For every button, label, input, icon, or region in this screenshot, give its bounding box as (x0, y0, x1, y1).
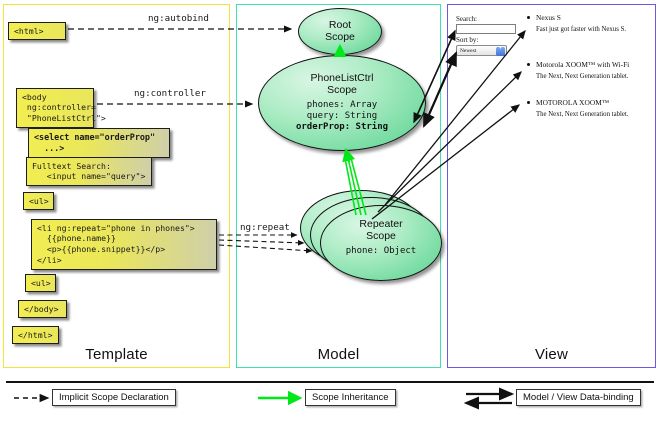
bullet-icon (527, 63, 530, 66)
template-box-body-open: <body ng:controller= "PhoneListCtrl"> (16, 88, 106, 128)
model-column-label: Model (317, 346, 360, 363)
template-box-fulltext: Fulltext Search: <input name="query"> (26, 157, 152, 187)
legend-item-model-view-databinding: Model / View Data-binding (516, 389, 641, 406)
search-label: Search: (456, 15, 477, 23)
edge-label-controller: ng:controller (134, 88, 206, 99)
search-input[interactable] (456, 24, 516, 34)
phonelist-scope-ellipse: PhoneListCtrl Scope phones: Array query:… (258, 55, 426, 151)
scope-prop: query: String (306, 110, 378, 121)
template-box-html-open: <html> (8, 22, 66, 41)
phonelist-scope-title: PhoneListCtrl Scope (310, 72, 374, 97)
legend-divider (6, 381, 654, 383)
bullet-icon (527, 101, 530, 104)
scope-prop: orderProp: String (295, 122, 389, 133)
repeater-scope-props: phone: Object (321, 246, 441, 257)
phone-name: Nexus S (536, 13, 561, 22)
template-box-ul-open: <ul> (23, 192, 54, 211)
phone-name: Motorola XOOM™ with Wi-Fi (536, 60, 630, 69)
bullet-icon (527, 16, 530, 19)
root-scope-title: Root Scope (325, 19, 355, 44)
repeater-scope-title: Repeater Scope (359, 218, 403, 243)
legend-item-implicit-scope-declaration: Implicit Scope Declaration (52, 389, 176, 406)
edge-label-repeat: ng:repeat (240, 222, 290, 233)
edge-label-autobind: ng:autobind (148, 13, 209, 24)
phonelist-scope-props: phones: Array query: String orderProp: S… (259, 100, 425, 133)
phone-name: MOTOROLA XOOM™ (536, 98, 610, 107)
template-box-ul-close: <ul> (25, 274, 56, 293)
view-column: View (447, 4, 656, 368)
sort-by-selected-value: Newest (460, 48, 477, 54)
sort-label: Sort by: (456, 36, 479, 44)
phone-snippet: Fast just got faster with Nexus S. (536, 26, 627, 33)
repeater-scope-ellipse-front: Repeater Scope phone: Object (320, 205, 442, 281)
legend-arrow-databinding (463, 387, 515, 410)
template-box-html-close: </html> (12, 326, 59, 345)
template-box-body-close: </body> (18, 300, 67, 319)
scope-prop: phones: Array (306, 99, 378, 110)
legend-item-scope-inheritance: Scope Inheritance (305, 389, 396, 406)
root-scope-ellipse: Root Scope (298, 8, 382, 55)
template-box-li-repeat: <li ng:repeat="phone in phones"> {{phone… (31, 219, 217, 270)
scope-prop: phone: Object (345, 245, 417, 256)
view-column-label: View (534, 346, 569, 363)
template-column-label: Template (85, 346, 148, 363)
phone-snippet: The Next, Next Generation tablet. (536, 111, 629, 118)
sort-by-select[interactable]: Newest ▾ (456, 45, 507, 56)
chevron-updown-icon[interactable]: ▾ (496, 46, 505, 56)
template-box-select: <select name="orderProp" ...> (28, 128, 170, 158)
phone-snippet: The Next, Next Generation tablet. (536, 73, 629, 80)
